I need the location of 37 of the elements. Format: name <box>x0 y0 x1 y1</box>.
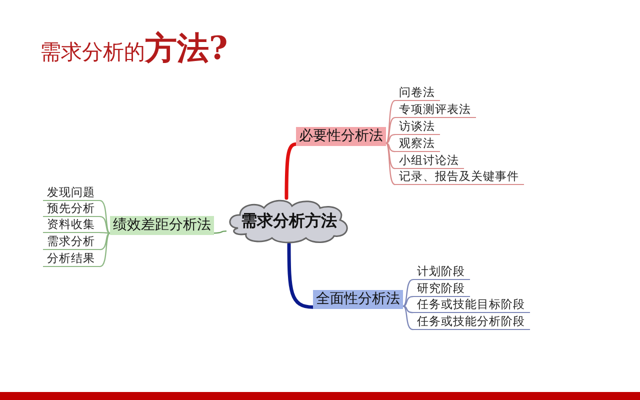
subtopic-label: 需求分析 <box>43 235 100 250</box>
branch-line <box>385 142 396 152</box>
subtopic-label: 专项测评表法 <box>395 103 476 118</box>
subtopic-label: 任务或技能分析阶段 <box>413 315 530 330</box>
subtopic-label: 访谈法 <box>395 120 440 135</box>
subtopic-label: 预先分析 <box>43 202 100 217</box>
branch-line <box>385 134 396 144</box>
subtopic-label: 发现问题 <box>43 186 100 201</box>
branch-line <box>385 116 396 144</box>
topic-box: 绩效差距分析法 <box>110 216 214 235</box>
branch-line <box>402 296 414 307</box>
branch-line <box>385 142 396 186</box>
branch-line <box>99 216 111 234</box>
subtopic-label: 问卷法 <box>395 86 440 101</box>
branch-line <box>99 200 111 234</box>
branch-line <box>99 232 111 250</box>
subtopic-label: 观察法 <box>395 137 440 152</box>
topic-box: 必要性分析法 <box>296 127 386 146</box>
subtopic-label: 研究阶段 <box>413 282 470 297</box>
title: 需求分析的方法? <box>40 30 228 69</box>
branch-line <box>99 232 111 268</box>
subtopic-label: 任务或技能目标阶段 <box>413 298 530 313</box>
branch-line <box>99 232 111 234</box>
subtopic-label: 计划阶段 <box>413 265 470 280</box>
branch-line <box>402 306 414 314</box>
branch-line <box>402 278 414 307</box>
branch-line <box>385 142 396 170</box>
branch-line <box>213 230 227 234</box>
subtopic-label: 分析结果 <box>43 252 100 267</box>
subtopic-label: 资料收集 <box>43 218 100 233</box>
topic-box: 全面性分析法 <box>313 290 403 309</box>
subtopic-label: 记录、报告及关键事件 <box>395 170 524 185</box>
branch-line <box>287 242 315 309</box>
branch-line <box>385 100 396 144</box>
branch-line <box>284 142 298 200</box>
subtopic-label: 小组讨论法 <box>395 154 464 169</box>
branch-line <box>402 306 414 330</box>
